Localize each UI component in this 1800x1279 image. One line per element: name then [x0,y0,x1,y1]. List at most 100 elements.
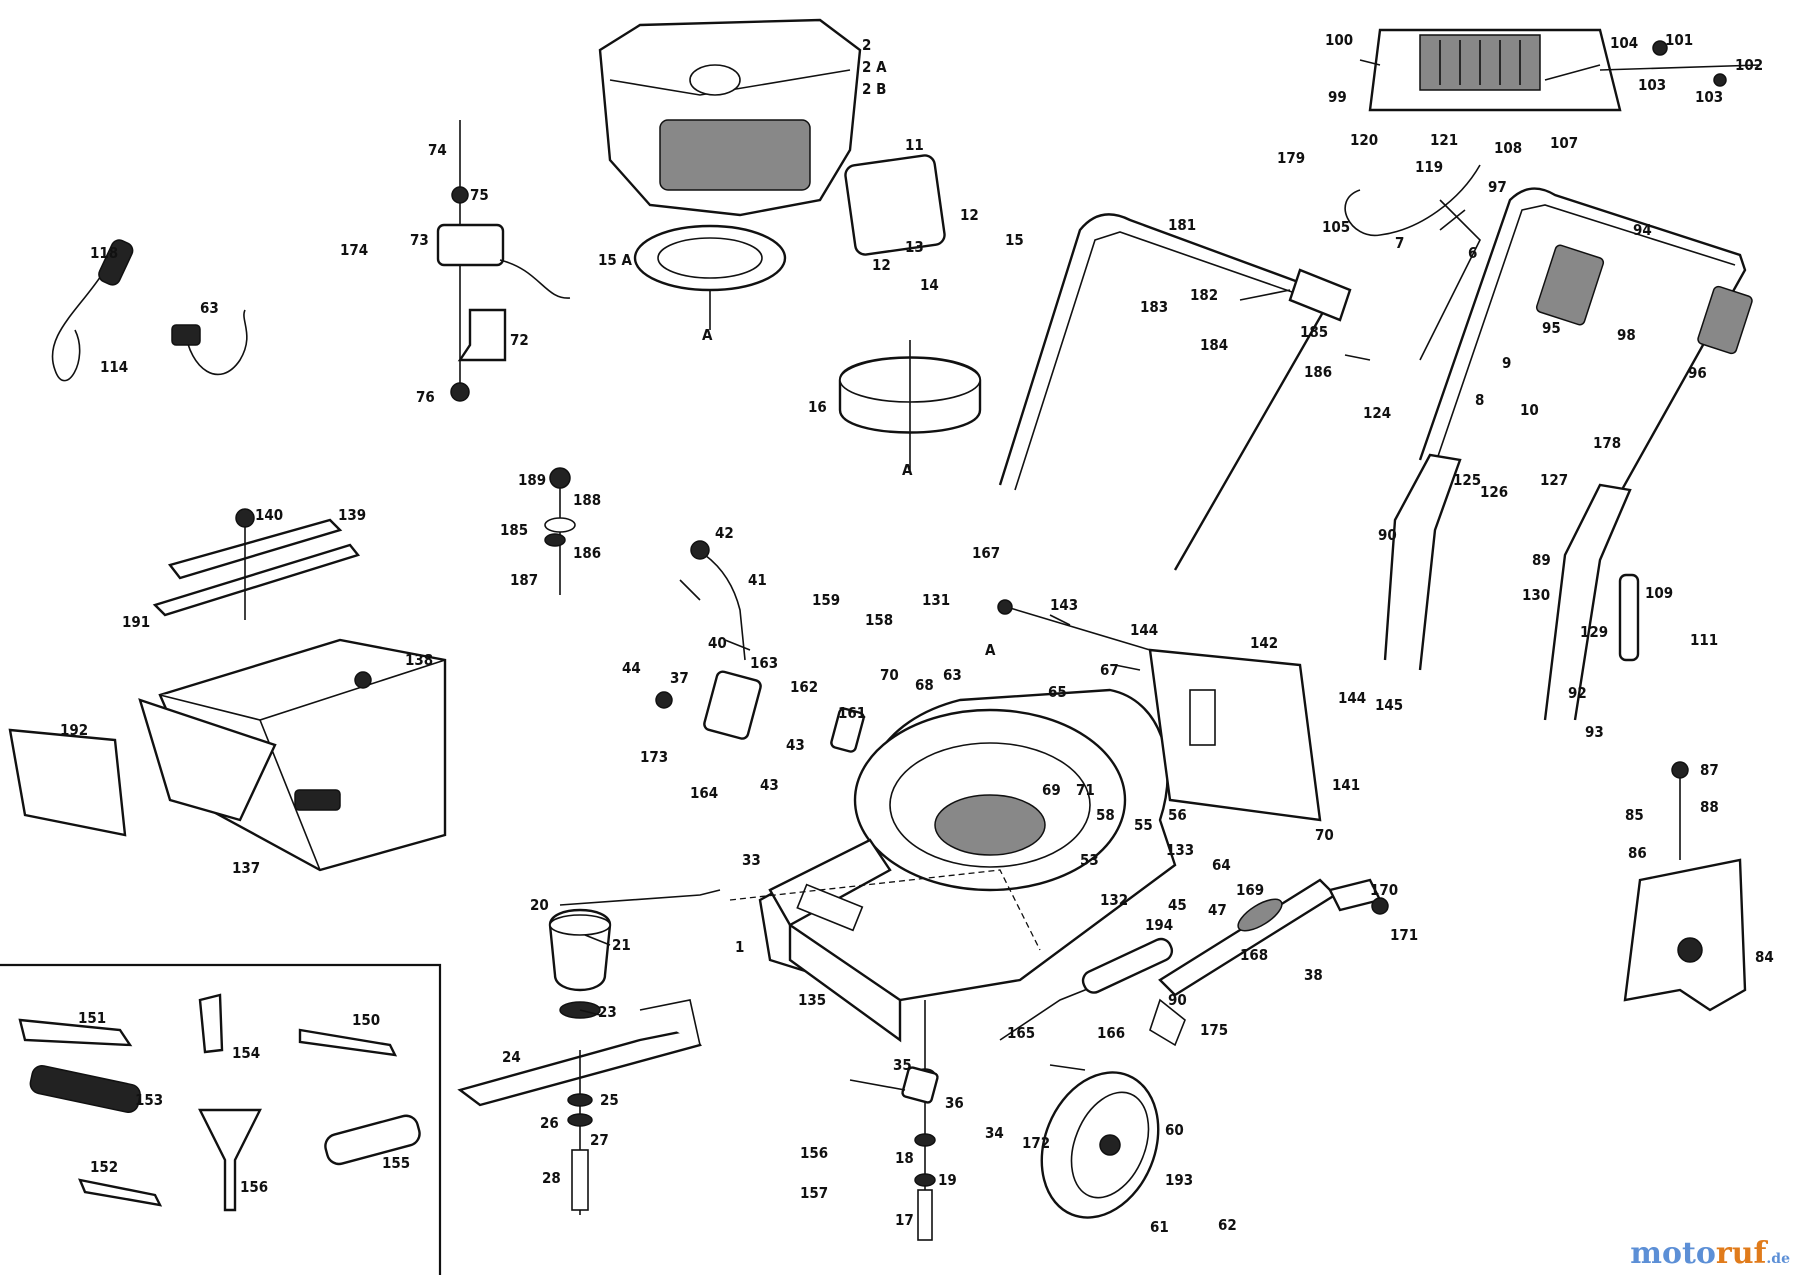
label-144b: 144 [1338,689,1366,707]
label-125: 125 [1453,471,1481,489]
label-15: 15 [1005,231,1024,249]
label-37: 37 [670,669,689,687]
label-73: 73 [410,231,429,249]
label-63: 63 [943,666,962,684]
label-7: 7 [1395,234,1404,252]
label-87: 87 [1700,761,1719,779]
grass-catcher-frame [152,508,361,620]
label-42: 42 [715,524,734,542]
label-126: 126 [1480,483,1508,501]
label-182: 182 [1190,286,1218,304]
label-2: 2 [862,36,871,54]
label-194: 194 [1145,916,1173,934]
label-120: 120 [1350,131,1378,149]
label-186b: 186 [573,544,601,562]
label-15a: 15 A [598,251,632,269]
label-186: 186 [1304,363,1332,381]
label-28: 28 [542,1169,561,1187]
label-131: 131 [922,591,950,609]
label-41: 41 [748,571,767,589]
label-8: 8 [1475,391,1484,409]
label-90b: 90 [1168,991,1187,1009]
label-24: 24 [502,1048,521,1066]
label-137: 137 [232,859,260,877]
label-18: 18 [895,1149,914,1167]
label-152: 152 [90,1158,118,1176]
label-139: 139 [338,506,366,524]
label-184: 184 [1200,336,1228,354]
label-63-top: 63 [200,299,219,317]
label-84: 84 [1755,948,1774,966]
rear-flap [997,599,1322,822]
label-163: 163 [750,654,778,672]
label-43b: 43 [760,776,779,794]
label-104: 104 [1610,34,1638,52]
label-25: 25 [600,1091,619,1109]
label-35: 35 [893,1056,912,1074]
label-187: 187 [510,571,538,589]
label-92: 92 [1568,684,1587,702]
label-98: 98 [1617,326,1636,344]
label-2b: 2 B [862,80,886,98]
label-10: 10 [1520,401,1539,419]
label-12a: 12 [960,206,979,224]
watermark-suffix: .de [1766,1251,1790,1267]
height-adjust-pin [901,1000,939,1241]
label-34: 34 [985,1124,1004,1142]
label-183: 183 [1140,298,1168,316]
label-14: 14 [920,276,939,294]
label-2a: 2 A [862,58,887,76]
label-171: 171 [1390,926,1418,944]
label-142: 142 [1250,634,1278,652]
label-17: 17 [895,1211,914,1229]
label-100: 100 [1325,31,1353,49]
upper-handle-right [1418,187,1753,521]
label-114: 114 [100,358,128,376]
label-168: 168 [1240,946,1268,964]
label-166: 166 [1097,1024,1125,1042]
label-23: 23 [598,1003,617,1021]
label-169: 169 [1236,881,1264,899]
upper-handle-left [998,213,1352,571]
label-189: 189 [518,471,546,489]
label-40: 40 [708,634,727,652]
label-141: 141 [1332,776,1360,794]
label-111: 111 [1690,631,1718,649]
label-129: 129 [1580,623,1608,641]
label-6: 6 [1468,244,1477,262]
label-a2: A [902,461,913,479]
label-155: 155 [382,1154,410,1172]
label-159: 159 [812,591,840,609]
label-71: 71 [1076,781,1095,799]
label-45: 45 [1168,896,1187,914]
label-103b: 103 [1695,88,1723,106]
label-138: 138 [405,651,433,669]
label-72: 72 [510,331,529,349]
label-118: 118 [90,244,118,262]
label-127: 127 [1540,471,1568,489]
watermark-logo: motoruf.de [1630,1236,1790,1271]
label-97: 97 [1488,178,1507,196]
label-94: 94 [1633,221,1652,239]
label-47: 47 [1208,901,1227,919]
label-164: 164 [690,784,718,802]
label-154: 154 [232,1044,260,1062]
label-105: 105 [1322,218,1350,236]
label-70a: 70 [880,666,899,684]
blade-assembly [457,908,702,1215]
label-11: 11 [905,136,924,154]
label-60: 60 [1165,1121,1184,1139]
label-167: 167 [972,544,1000,562]
label-85: 85 [1625,806,1644,824]
grass-catcher [8,638,447,872]
label-93: 93 [1585,723,1604,741]
label-99: 99 [1328,88,1347,106]
label-64: 64 [1212,856,1231,874]
watermark-part1: moto [1630,1236,1716,1271]
label-157: 157 [800,1184,828,1202]
label-95: 95 [1542,319,1561,337]
label-74: 74 [428,141,447,159]
label-161: 161 [838,704,866,722]
label-193: 193 [1165,1171,1193,1189]
